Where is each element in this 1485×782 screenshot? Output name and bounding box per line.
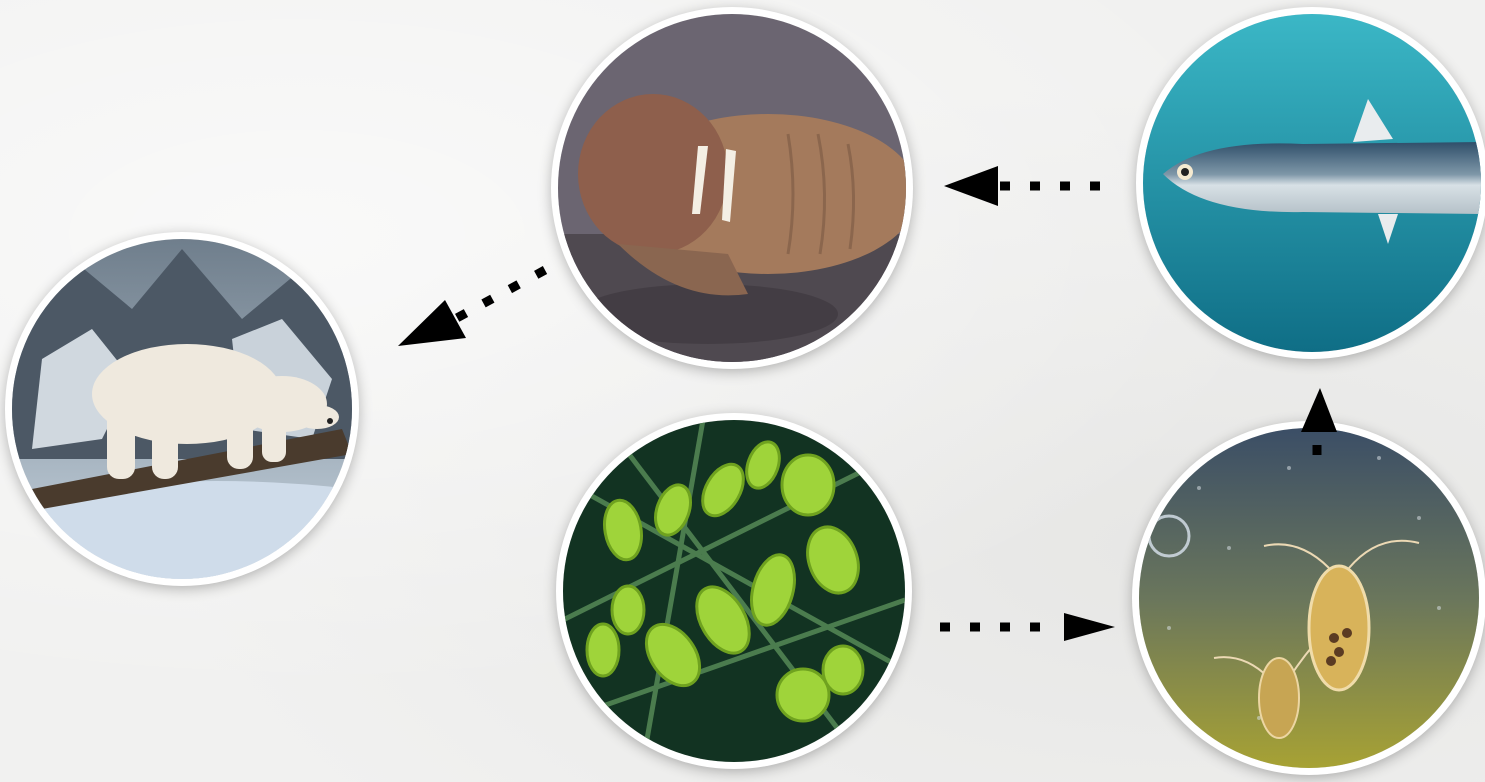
arrow-zooplankton-to-fish — [1301, 388, 1337, 455]
arrow-walrus-to-polar-bear — [398, 270, 545, 346]
arrow-phytoplankton-to-zooplankton — [940, 613, 1115, 641]
arrow-fish-to-walrus — [944, 166, 1100, 206]
